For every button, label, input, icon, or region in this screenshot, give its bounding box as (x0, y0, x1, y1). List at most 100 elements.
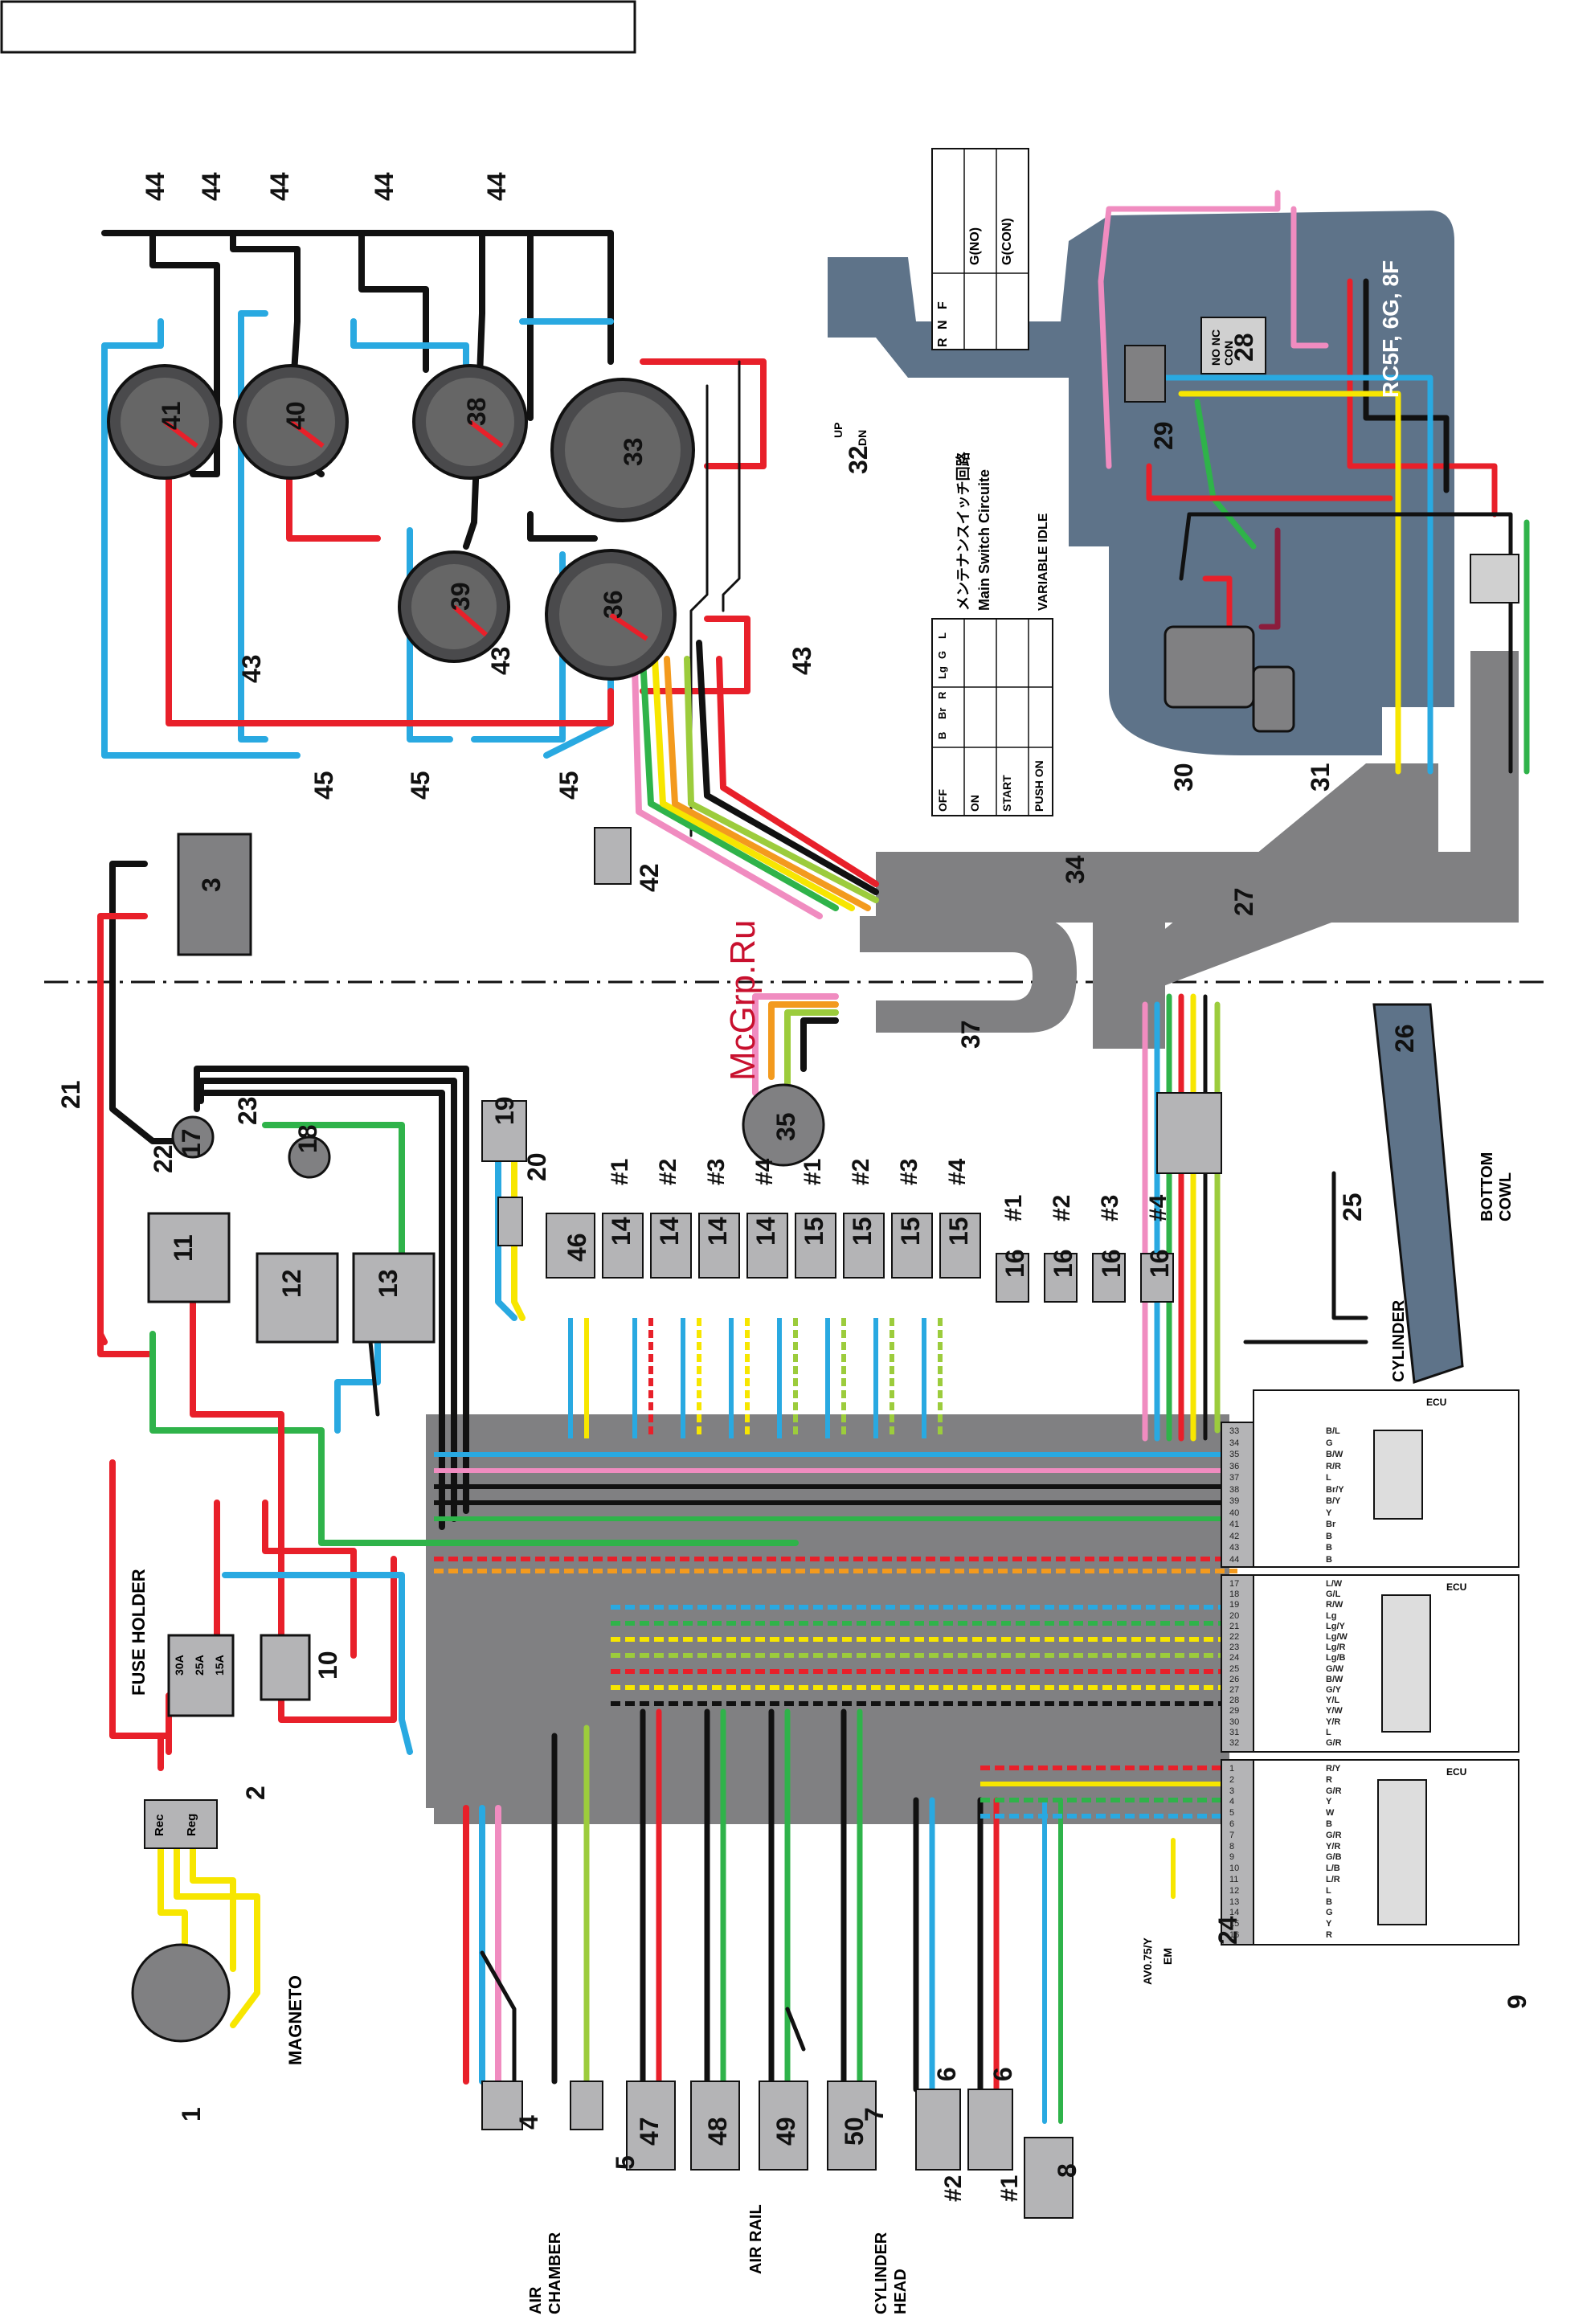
gear-row-r: R (936, 338, 950, 347)
ecu-pin-number: 29 (1229, 1706, 1240, 1716)
component-boxes (131, 827, 1464, 2219)
gear-table-header-con: G(CON) (1000, 218, 1014, 265)
reg-label: Reg (185, 1813, 198, 1836)
main-switch (1164, 625, 1255, 709)
gear-row-f: F (936, 301, 950, 309)
ecu-pin-number: 30 (1229, 1716, 1240, 1727)
gear-table (931, 148, 1029, 350)
ecu-wire-code: B (1326, 1819, 1332, 1829)
ecu-wire-code: L/B (1326, 1864, 1340, 1874)
ecu-harness-lower (434, 1800, 1229, 1824)
ecu-pin-number: 27 (1229, 1685, 1240, 1695)
ecu-wire-code: Br/Y (1326, 1484, 1344, 1495)
ecu-wire-code: G/R (1326, 1830, 1342, 1840)
ecu-wire-code: R/Y (1326, 1764, 1341, 1774)
ecu-pin-number: 37 (1229, 1473, 1240, 1483)
ecu-pin-number: 6 (1229, 1819, 1235, 1829)
ecu-pin-number: 43 (1229, 1543, 1240, 1553)
air-rail-label: AIR RAIL (747, 2204, 765, 2274)
ecu-pin-number: 17 (1229, 1579, 1240, 1589)
ecu-pin-number: 7 (1229, 1830, 1235, 1840)
switch-table-header: G (936, 650, 948, 659)
ecu-connectors (1221, 1389, 1519, 1946)
ecu-pin-number: 12 (1229, 1885, 1240, 1896)
watermark: McGrp.Ru (723, 919, 763, 1081)
ecu-wire-code: B/W (1326, 1674, 1343, 1684)
ecu-pin-number: 5 (1229, 1808, 1235, 1819)
ecu-pin-number: 23 (1229, 1643, 1240, 1653)
ecu-wire-code: R/W (1326, 1600, 1343, 1610)
gear-table-header-no: G(NO) (968, 227, 982, 265)
ecu-wire-code: B (1326, 1531, 1332, 1541)
ecu-pin-number: 25 (1229, 1663, 1240, 1674)
dn-label: DN (856, 429, 869, 446)
gear-row-n: N (936, 320, 950, 329)
ecu-wire-code: Y/R (1326, 1841, 1341, 1851)
ecu-wire-code: B (1326, 1543, 1332, 1553)
ecu-pin-number: 26 (1229, 1674, 1240, 1684)
ecu-pin-number: 44 (1229, 1554, 1240, 1565)
switch-table-row: PUSH ON (1033, 760, 1045, 812)
fuse-holder-label: FUSE HOLDER (129, 1569, 149, 1696)
ecu-pin-number: 14 (1229, 1908, 1240, 1918)
ecu-pin-number: 42 (1229, 1531, 1240, 1541)
ecu-harness-lines (434, 1318, 1237, 1819)
ecu-wire-code: W (1326, 1808, 1335, 1819)
ecu-wire-code: B (1326, 1554, 1332, 1565)
ecu-wire-code: Y (1326, 1919, 1332, 1929)
ecu-pin-number: 40 (1229, 1508, 1240, 1518)
main-switch-jp-label: メンテナンスイッチ回路 (955, 452, 971, 611)
av-label: AV0.75/Y (1141, 1937, 1154, 1985)
ecu-pin-number: 10 (1229, 1864, 1240, 1874)
magneto-label: MAGNETO (285, 1974, 305, 2065)
ecu-wire-code: B/L (1326, 1426, 1340, 1436)
switch-table-header: B (936, 731, 948, 739)
ecu-pin-number: 34 (1229, 1438, 1240, 1448)
switch-table-header: R (936, 691, 948, 699)
engine-stop-switch (1252, 665, 1295, 733)
ecu-wire-code: Y/W (1326, 1706, 1343, 1716)
ecu-wire-code: Lg (1326, 1610, 1337, 1621)
ecu-pin-number: 24 (1229, 1653, 1240, 1663)
harness-27 (1093, 763, 1519, 988)
ecu-pin-number: 19 (1229, 1600, 1240, 1610)
main-switch-en-label: Main Switch Circuite (976, 468, 992, 611)
ecu-pin-number: 8 (1229, 1841, 1235, 1851)
ecu-wire-code: G/R (1326, 1786, 1342, 1796)
ecu-wire-code: G (1326, 1908, 1333, 1918)
rec-label: Rec (153, 1814, 166, 1836)
switch-table-header: L (936, 632, 948, 639)
ecu-wire-code: L/W (1326, 1579, 1343, 1589)
trim-switch (1124, 345, 1166, 403)
ecu-wire-code: B (1326, 1896, 1332, 1907)
switch-table-header: Br (936, 707, 948, 719)
ecu-pin-number: 4 (1229, 1797, 1235, 1807)
ecu-label-c: ECU (1446, 1766, 1467, 1778)
ecu-pin-number: 41 (1229, 1520, 1240, 1529)
model-label: RC5F, 6G, 8F (1378, 260, 1403, 398)
harness-37 (860, 916, 1077, 1033)
ecu-pin-number: 38 (1229, 1484, 1240, 1495)
ecu-harness-block (426, 1414, 1229, 1808)
ecu-wire-code: R/R (1326, 1461, 1341, 1471)
bottom-cowl-label: BOTTOM COWL (1478, 1152, 1515, 1221)
ecu-wire-code: G/B (1326, 1852, 1342, 1863)
ecu-wire-code: B/W (1326, 1450, 1343, 1459)
ecu-pin-number: 22 (1229, 1632, 1240, 1642)
ecu-wire-code: Br (1326, 1520, 1336, 1529)
ecu-pin-number: 2 (1229, 1774, 1235, 1785)
ecu-wire-code: B/Y (1326, 1496, 1341, 1506)
ecu-wire-code: G/R (1326, 1738, 1342, 1748)
battery (177, 833, 252, 956)
component-35 (742, 1083, 825, 1167)
ecu-pin-number: 9 (1229, 1852, 1235, 1863)
ecu-wire-code: L/R (1326, 1875, 1340, 1884)
fuse-rating-25a: 25A (193, 1655, 206, 1675)
ecu-wire-code: Y (1326, 1508, 1332, 1518)
lanyard-switch (1470, 554, 1519, 604)
magneto (131, 1943, 231, 2043)
ecu-wire-code: G (1326, 1438, 1333, 1448)
fuse-rating-30a: 30A (173, 1655, 186, 1675)
cylinder-label: CYLINDER (1390, 1299, 1408, 1382)
